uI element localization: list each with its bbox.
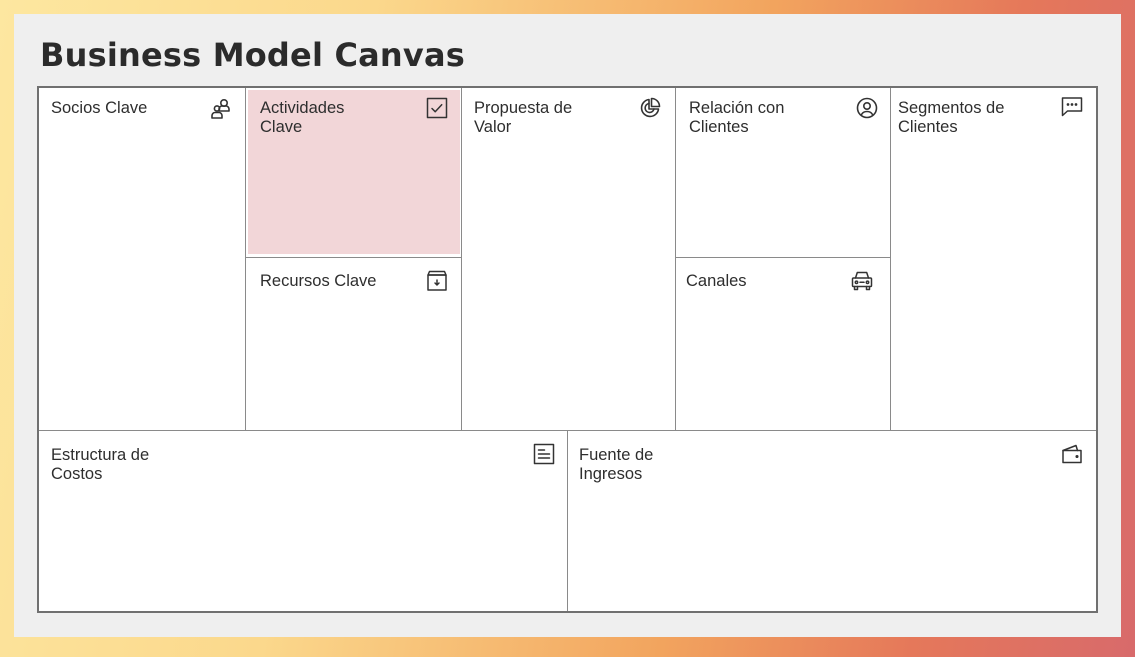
key-activities-highlight: [248, 90, 460, 254]
block-value-proposition[interactable]: Propuesta de Valor: [461, 88, 675, 430]
partners-icon: [209, 97, 233, 121]
checkbox-icon: [425, 96, 449, 120]
document-lines-icon: [532, 442, 556, 466]
block-customer-relationships[interactable]: Relación con Clientes: [675, 88, 890, 257]
block-label: Relación con Clientes: [689, 99, 785, 136]
wallet-icon: [1060, 442, 1084, 466]
divider: [245, 88, 246, 430]
block-customer-segments[interactable]: Segmentos de Clientes: [890, 88, 1096, 430]
chat-bubble-icon: [1060, 95, 1084, 119]
pie-chart-icon: [638, 96, 662, 120]
block-key-partners[interactable]: Socios Clave: [39, 88, 245, 430]
car-icon: [850, 269, 874, 293]
block-revenue-streams[interactable]: Fuente de Ingresos: [567, 430, 1096, 611]
block-label: Estructura de Costos: [51, 446, 150, 483]
block-label: Propuesta de Valor: [474, 99, 573, 136]
block-key-activities[interactable]: Actividades Clave: [245, 88, 461, 257]
archive-box-icon: [425, 269, 449, 293]
divider: [245, 257, 461, 258]
divider: [567, 430, 568, 611]
block-label: Recursos Clave: [260, 272, 377, 290]
block-label: Canales: [686, 272, 747, 290]
divider: [890, 88, 891, 430]
block-key-resources[interactable]: Recursos Clave: [245, 257, 461, 430]
user-circle-icon: [855, 96, 879, 120]
business-model-canvas: Socios Clave Actividades Clave: [37, 86, 1098, 613]
block-label: Segmentos de Clientes: [898, 99, 1005, 136]
block-cost-structure[interactable]: Estructura de Costos: [39, 430, 567, 611]
page-title: Business Model Canvas: [40, 36, 466, 74]
block-label: Actividades Clave: [260, 99, 345, 136]
block-label: Fuente de Ingresos: [579, 446, 654, 483]
block-label: Socios Clave: [51, 99, 148, 117]
divider: [675, 88, 676, 430]
block-channels[interactable]: Canales: [675, 257, 890, 430]
canvas-panel: Business Model Canvas Socios Clave: [14, 14, 1121, 637]
divider: [675, 257, 890, 258]
divider: [461, 88, 462, 430]
